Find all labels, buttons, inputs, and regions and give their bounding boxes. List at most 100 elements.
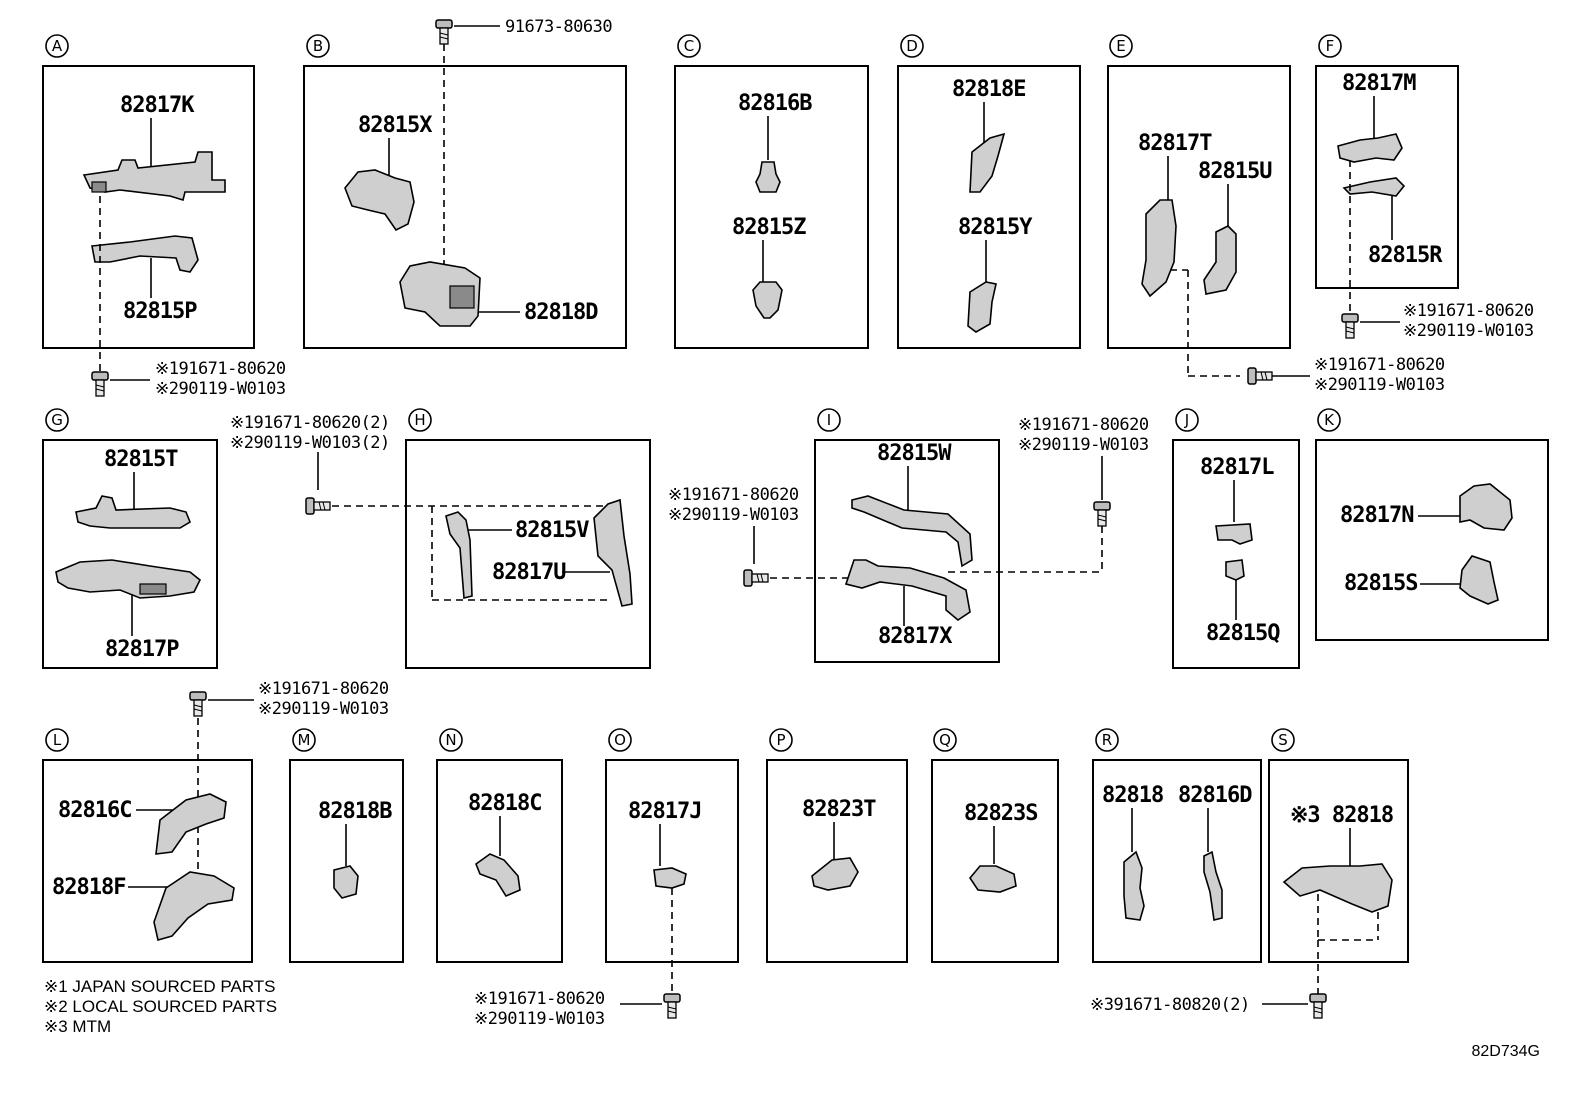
part-number-82818b: 82818B [318, 799, 392, 824]
part-82818e [969, 132, 1006, 193]
bolt-code-1: ※191671-80620 [1403, 301, 1534, 321]
part-82817u [593, 498, 633, 607]
part-82823s [969, 865, 1017, 893]
part-82817p [55, 559, 202, 599]
bolt-code-1: ※191671-80620 [155, 359, 286, 379]
note-3: ※3 MTM [44, 1017, 111, 1036]
part-number-82818d: 82818D [524, 300, 598, 325]
panel-letter: B [313, 37, 323, 55]
panel-j: J 82817L 82815Q [1172, 408, 1300, 669]
panel-letter: R [1102, 731, 1112, 749]
bolt-right-code-1: ※191671-80620 [1018, 415, 1149, 435]
part-82815x [344, 169, 415, 232]
diagram-code: 82D734G [1472, 1043, 1541, 1060]
panel-letter: C [684, 37, 694, 55]
part-82815y [967, 281, 997, 333]
panel-frame [42, 65, 255, 349]
part-number-82815y: 82815Y [958, 215, 1033, 240]
panel-c: C 82816B 82815Z [674, 34, 869, 349]
panel-letter: M [298, 731, 311, 749]
panel-k: K 82817N 82815S [1315, 408, 1549, 641]
part-number-82818: 82818 [1102, 783, 1163, 808]
panel-letter: L [53, 731, 62, 749]
panel-r: R 82818 82816D [1092, 728, 1262, 963]
panel-letter: A [52, 37, 63, 55]
part-number-82817t: 82817T [1138, 131, 1212, 156]
bolt-icon [435, 19, 453, 45]
bolt-icon [1341, 313, 1359, 339]
bolt-icon [189, 691, 207, 717]
panel-g: G 82815T 82817P [42, 408, 218, 669]
bolt-code-1: ※191671-80620 [474, 989, 605, 1009]
part-82815s [1459, 555, 1499, 605]
panel-letter: I [827, 411, 831, 429]
part-number-82817x: 82817X [878, 624, 952, 649]
panel-h: ※191671-80620(2) ※290119-W0103(2) H 8281… [230, 408, 651, 669]
panel-m: M 82818B [289, 728, 404, 963]
part-number-82815x: 82815X [358, 113, 432, 138]
panel-letter: N [445, 731, 456, 749]
part-82818d [399, 261, 481, 327]
part-number-82823t: 82823T [802, 797, 876, 822]
part-number-82817l: 82817L [1200, 455, 1274, 480]
part-number-82815u: 82815U [1198, 159, 1272, 184]
panel-letter: G [51, 411, 63, 429]
bolt-icon [1093, 501, 1111, 527]
panel-q: Q 82823S [931, 728, 1059, 963]
panel-n: N 82818C [436, 728, 563, 963]
bolt-code-2: ※290119-W0103 [155, 379, 286, 399]
footnotes: ※1 JAPAN SOURCED PARTS ※2 LOCAL SOURCED … [44, 977, 277, 1036]
bolt-code: 91673-80630 [505, 17, 612, 37]
part-82815w [851, 495, 973, 568]
part-mtm-82818 [1282, 863, 1393, 913]
panel-letter: P [776, 731, 785, 749]
bolt-code-2: ※290119-W0103(2) [230, 433, 390, 453]
part-82818 [1123, 850, 1145, 921]
part-82817m [1337, 133, 1403, 163]
part-82816d [1203, 850, 1223, 921]
part-82817x [844, 559, 971, 621]
bolt-icon [1309, 993, 1327, 1019]
part-82823t [811, 857, 859, 891]
part-82816b [755, 161, 781, 193]
part-number-82815s: 82815S [1344, 571, 1417, 596]
part-number-82815p: 82815P [123, 299, 197, 324]
bolt-left-code-1: ※191671-80620 [668, 485, 799, 505]
bolt-icon [1247, 367, 1273, 385]
part-number-82816c: 82816C [58, 798, 131, 823]
part-82815q [1225, 559, 1245, 581]
panel-e: E 82817T 82815U ※191671-80620 ※290119-W0… [1107, 34, 1445, 395]
bolt-code-1: ※191671-80620 [258, 679, 389, 699]
part-number-82817k: 82817K [120, 93, 195, 118]
bolt-right-code-2: ※290119-W0103 [1018, 435, 1149, 455]
bolt-left-code-2: ※290119-W0103 [668, 505, 799, 525]
part-82817l [1215, 523, 1253, 545]
panel-letter: S [1278, 731, 1288, 749]
part-82817k [82, 151, 226, 202]
part-number-82815z: 82815Z [732, 215, 806, 240]
panel-i: ※191671-80620 ※290119-W0103 I 82815W 828… [668, 408, 1149, 663]
part-82815u [1203, 225, 1237, 295]
bolt-icon [663, 993, 681, 1019]
part-82815r [1342, 177, 1406, 197]
panel-f: F 82817M 82815R ※191671-80620 ※290119-W0… [1315, 34, 1534, 341]
bolt-code-1: ※191671-80620 [1314, 355, 1445, 375]
part-82815v [445, 511, 473, 600]
part-number-82815q: 82815Q [1206, 621, 1280, 646]
part-number-82816b: 82816B [738, 91, 812, 116]
part-82817j [653, 867, 687, 889]
part-82818b [333, 865, 359, 899]
part-82818c [475, 853, 521, 898]
part-82817t [1141, 199, 1177, 298]
panel-p: P 82823T [766, 728, 908, 963]
bolt-code: ※391671-80820(2) [1090, 995, 1250, 1015]
panel-letter: K [1324, 411, 1335, 429]
panel-letter: D [906, 37, 918, 55]
part-number-82823s: 82823S [964, 801, 1037, 826]
part-number-82817n: 82817N [1340, 503, 1413, 528]
panel-a: A 82817K 82815P ※191671-80620 ※290119-W0… [42, 34, 286, 399]
bolt-icon [743, 569, 769, 587]
part-number-82818f: 82818F [52, 875, 125, 900]
part-number-82817j: 82817J [628, 799, 701, 824]
